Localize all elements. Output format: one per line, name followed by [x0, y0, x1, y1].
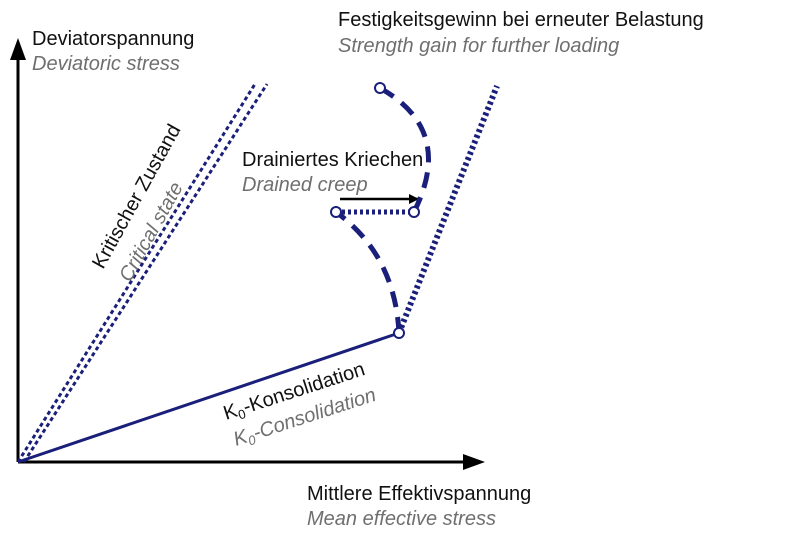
y-axis-arrowhead — [10, 38, 26, 60]
creep-end-point — [408, 206, 420, 218]
critical-state-line-1 — [16, 83, 257, 463]
y-axis-label-de: Deviatorspannung — [32, 28, 194, 50]
k0-point — [393, 327, 405, 339]
undrained-path-1 — [334, 209, 402, 334]
k0-label-de-sub: 0 — [236, 406, 248, 423]
further-loading-line — [396, 84, 500, 335]
x-axis-arrowhead — [463, 454, 485, 470]
strength-gain-label-en: Strength gain for further loading — [338, 35, 619, 57]
creep-label-en: Drained creep — [242, 174, 368, 196]
creep-start-point — [330, 206, 342, 218]
x-axis-label-en: Mean effective stress — [307, 508, 496, 530]
strength-gain-label-de: Festigkeitsgewinn bei erneuter Belastung — [338, 9, 704, 31]
x-axis-label-de: Mittlere Effektivspannung — [307, 483, 531, 505]
y-axis-label-en: Deviatoric stress — [32, 53, 180, 75]
creep-label-de: Drainiertes Kriechen — [242, 149, 423, 171]
k0-consolidation-line — [17, 331, 400, 464]
peak-point — [374, 82, 386, 94]
critical-state-line-2 — [22, 83, 269, 463]
